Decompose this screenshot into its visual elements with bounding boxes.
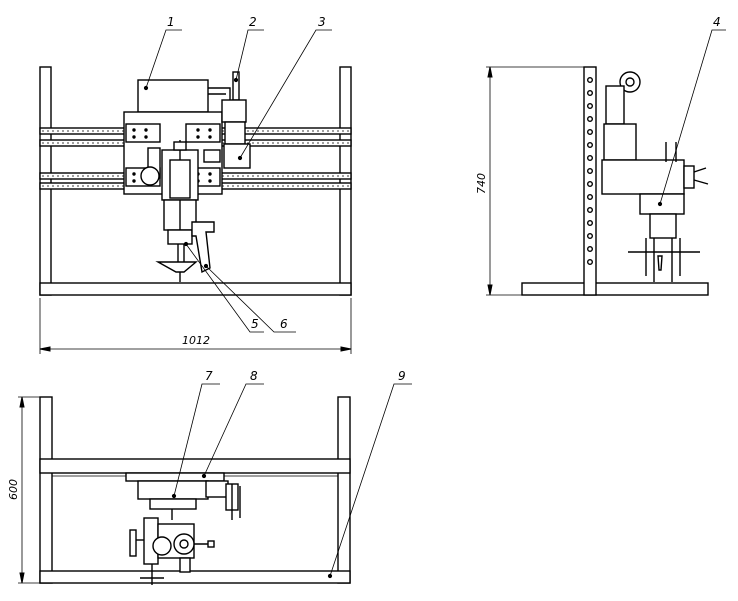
callout-3: 3: [318, 15, 326, 29]
leaders: [143, 29, 726, 579]
dimension-width-value: 1012: [182, 334, 210, 347]
callout-6: 6: [280, 317, 288, 331]
callout-8: 8: [250, 369, 258, 383]
callout-1: 1: [167, 15, 175, 29]
callout-2: 2: [249, 15, 257, 29]
callout-9: 9: [398, 369, 406, 383]
dimension-height-value: 740: [475, 173, 488, 194]
callout-5: 5: [251, 317, 259, 331]
callout-7: 7: [205, 369, 213, 383]
dimension-width: 1012: [39, 298, 352, 354]
callout-labels: 1 2 3 4 5 6 7 8 9: [167, 15, 721, 383]
callout-4: 4: [713, 15, 721, 29]
column-holes: [587, 76, 594, 266]
dimension-depth-value: 600: [7, 479, 20, 500]
top-view: [39, 396, 351, 585]
dimension-depth: 600: [7, 396, 40, 584]
front-view: [39, 66, 352, 296]
dimension-height: 740: [475, 66, 584, 296]
side-view: [521, 66, 709, 296]
